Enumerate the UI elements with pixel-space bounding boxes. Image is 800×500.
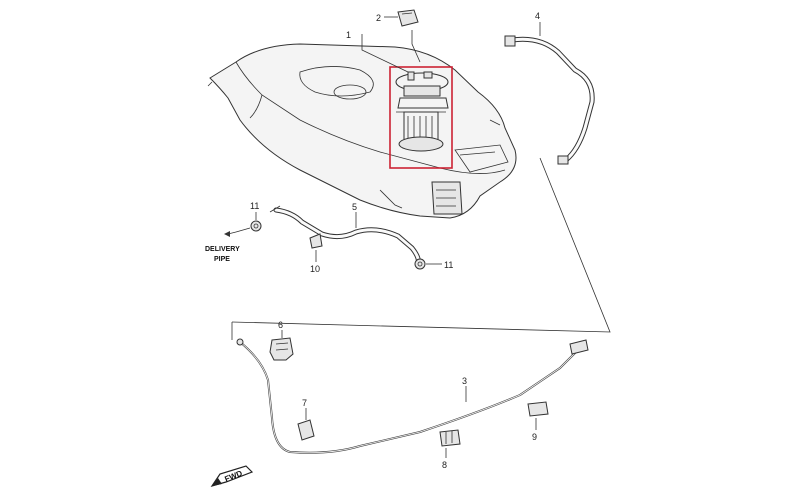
- part-5-hose: [269, 205, 421, 267]
- callout-6: 6: [278, 320, 283, 330]
- callout-9: 9: [532, 432, 537, 442]
- fuel-pump-assembly: [395, 71, 449, 152]
- part-10-clip: [309, 233, 323, 249]
- callout-7: 7: [302, 398, 307, 408]
- callout-5: 5: [352, 202, 357, 212]
- part-11-bolt-b: [414, 258, 426, 270]
- part-9-clamp: [527, 401, 549, 417]
- delivery-pipe-note: DELIVERY PIPE: [205, 231, 240, 263]
- fwd-label: FWD: [223, 469, 243, 484]
- callout-11b: 11: [444, 260, 453, 270]
- callout-1: 1: [346, 30, 351, 40]
- delivery-label-2: PIPE: [214, 256, 230, 263]
- callout-11a: 11: [250, 201, 259, 211]
- part-8-clamp: [439, 429, 461, 447]
- highlight-box: [389, 66, 453, 169]
- part-4-hose: [504, 35, 595, 165]
- part-11-bolt-a: [250, 220, 262, 232]
- callout-4: 4: [535, 11, 540, 21]
- part-3-fuel-pipe: [236, 338, 589, 454]
- part-6-clip: [269, 337, 294, 361]
- callout-3: 3: [462, 376, 467, 386]
- part-2-connector: [397, 9, 419, 27]
- callout-10: 10: [310, 264, 320, 274]
- callout-2: 2: [376, 13, 381, 23]
- leader-lines: [231, 16, 611, 458]
- delivery-label-1: DELIVERY: [205, 246, 240, 253]
- fuel-tank: [207, 43, 517, 219]
- fwd-arrow: FWD: [210, 465, 254, 488]
- part-7-clamp: [297, 419, 315, 441]
- callout-8: 8: [442, 460, 447, 470]
